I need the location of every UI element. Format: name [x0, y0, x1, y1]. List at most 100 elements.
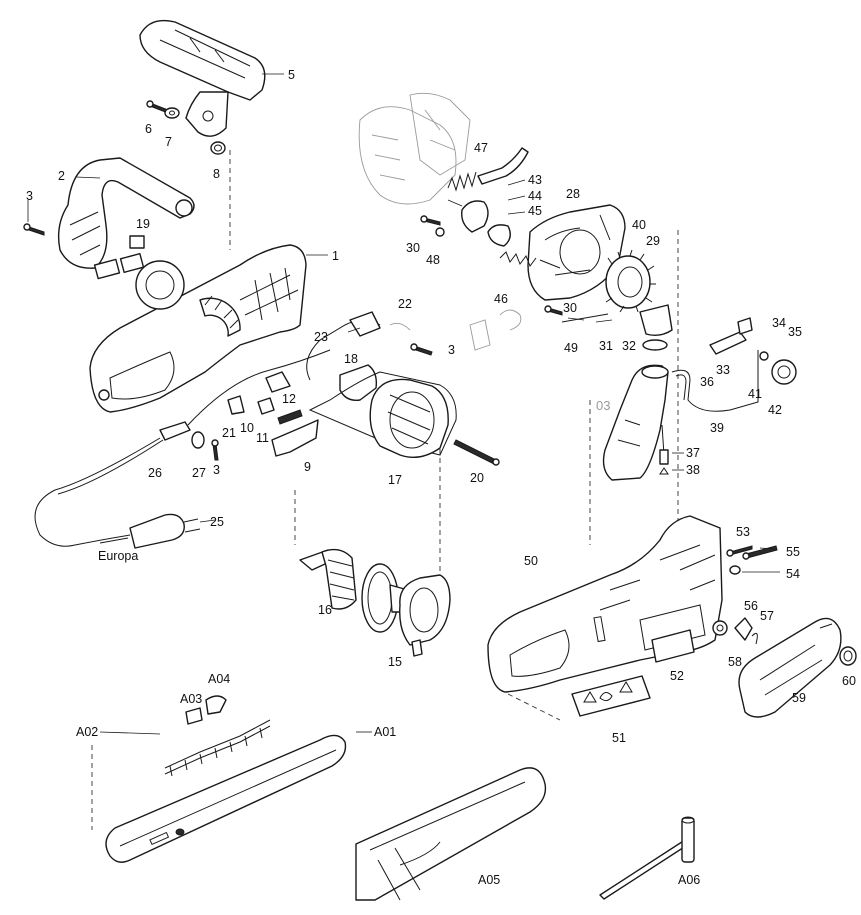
label-2: 2: [58, 169, 65, 183]
label-32: 32: [622, 339, 636, 353]
front-hand-guard: [139, 19, 266, 137]
tool-A06: [599, 816, 695, 900]
label-A06: A06: [678, 873, 700, 887]
label-30-upper: 30: [406, 241, 420, 255]
label-42: 42: [768, 403, 782, 417]
oil-tank: [602, 364, 669, 481]
label-58: 58: [728, 655, 742, 669]
switch-19: [93, 235, 145, 280]
label-26: 26: [148, 466, 162, 480]
label-11: 11: [256, 431, 269, 445]
label-9: 9: [304, 460, 311, 474]
label-03: 03: [596, 398, 610, 413]
label-A01: A01: [374, 725, 396, 739]
label-3-mid: 3: [448, 343, 455, 357]
stator-17: [308, 371, 457, 458]
label-8: 8: [213, 167, 220, 181]
label-48: 48: [426, 253, 440, 267]
warning-label-51: [571, 675, 651, 717]
rod-49: [561, 313, 609, 323]
label-12: 12: [282, 392, 296, 406]
label-10: 10: [240, 421, 254, 435]
sprocket-29: [605, 249, 656, 313]
label-28: 28: [566, 187, 580, 201]
label-47: 47: [474, 141, 488, 155]
label-31: 31: [599, 339, 613, 353]
label-49: 49: [564, 341, 578, 355]
label-15: 15: [388, 655, 402, 669]
washer-48: [435, 227, 445, 237]
part-number-labels: 1 2 3 3 3 5 6 7 8 9 10 11 12 15 16 17 18…: [26, 68, 856, 887]
oil-line-39: [671, 350, 759, 412]
clutch-parts-56-58: [712, 617, 758, 645]
label-60: 60: [842, 674, 856, 688]
label-A05: A05: [478, 873, 500, 887]
ghost-parts: [358, 92, 522, 351]
label-27: 27: [192, 466, 206, 480]
label-34: 34: [772, 316, 786, 330]
label-39: 39: [710, 421, 724, 435]
label-21: 21: [222, 426, 236, 440]
label-30-lower: 30: [563, 301, 577, 315]
clamp-44: [461, 200, 511, 247]
label-35: 35: [788, 325, 802, 339]
screw-30-lower: [544, 305, 563, 316]
knob-60: [839, 646, 857, 666]
label-51: 51: [612, 731, 626, 745]
rear-handle: [57, 157, 195, 269]
label-40: 40: [632, 218, 646, 232]
label-44: 44: [528, 189, 542, 203]
chain-cover-59: [738, 617, 842, 718]
spring-47: [447, 147, 529, 192]
label-6: 6: [145, 122, 152, 136]
label-29: 29: [646, 234, 660, 248]
label-A02: A02: [76, 725, 98, 739]
label-43: 43: [528, 173, 542, 187]
label-16: 16: [318, 603, 332, 617]
armature-16: [299, 548, 409, 633]
plug-europa: [99, 513, 201, 549]
filter-37-38: [659, 424, 669, 475]
label-46: 46: [494, 292, 508, 306]
label-54: 54: [786, 567, 800, 581]
label-45: 45: [528, 204, 542, 218]
screw-3-lower: [211, 439, 219, 461]
label-52: 52: [670, 669, 684, 683]
bar-sheath-A05: [355, 767, 547, 901]
housing-half-right: [487, 515, 723, 693]
saw-chain-A02: [164, 719, 271, 777]
label-18: 18: [344, 352, 358, 366]
label-56: 56: [744, 599, 758, 613]
small-parts-group: [227, 371, 319, 457]
guide-bar-A01: [105, 734, 347, 863]
label-33: 33: [716, 363, 730, 377]
label-1: 1: [332, 249, 339, 263]
label-41: 41: [748, 387, 762, 401]
label-19: 19: [136, 217, 150, 231]
washer-7: [164, 107, 180, 119]
bearing-bracket-15: [399, 574, 451, 657]
label-A04: A04: [208, 672, 230, 686]
chain-links-A03-A04: [185, 695, 227, 725]
screw-3-mid: [410, 343, 433, 356]
label-36: 36: [700, 375, 714, 389]
washer-54: [729, 565, 741, 575]
label-A03: A03: [180, 692, 202, 706]
label-20: 20: [470, 471, 484, 485]
label-7: 7: [165, 135, 172, 149]
label-23: 23: [314, 330, 328, 344]
label-3-lower: 3: [213, 463, 220, 477]
label-50: 50: [524, 554, 538, 568]
label-europa: Europa: [98, 549, 138, 563]
spring-46: [499, 251, 537, 268]
label-55: 55: [786, 545, 800, 559]
power-cord: [34, 349, 331, 547]
screw-20: [453, 439, 500, 466]
label-59: 59: [792, 691, 806, 705]
label-53: 53: [736, 525, 750, 539]
label-57: 57: [760, 609, 774, 623]
screw-3-left: [23, 223, 45, 236]
housing-half-left: [89, 244, 307, 413]
screw-53-55: [726, 545, 778, 560]
